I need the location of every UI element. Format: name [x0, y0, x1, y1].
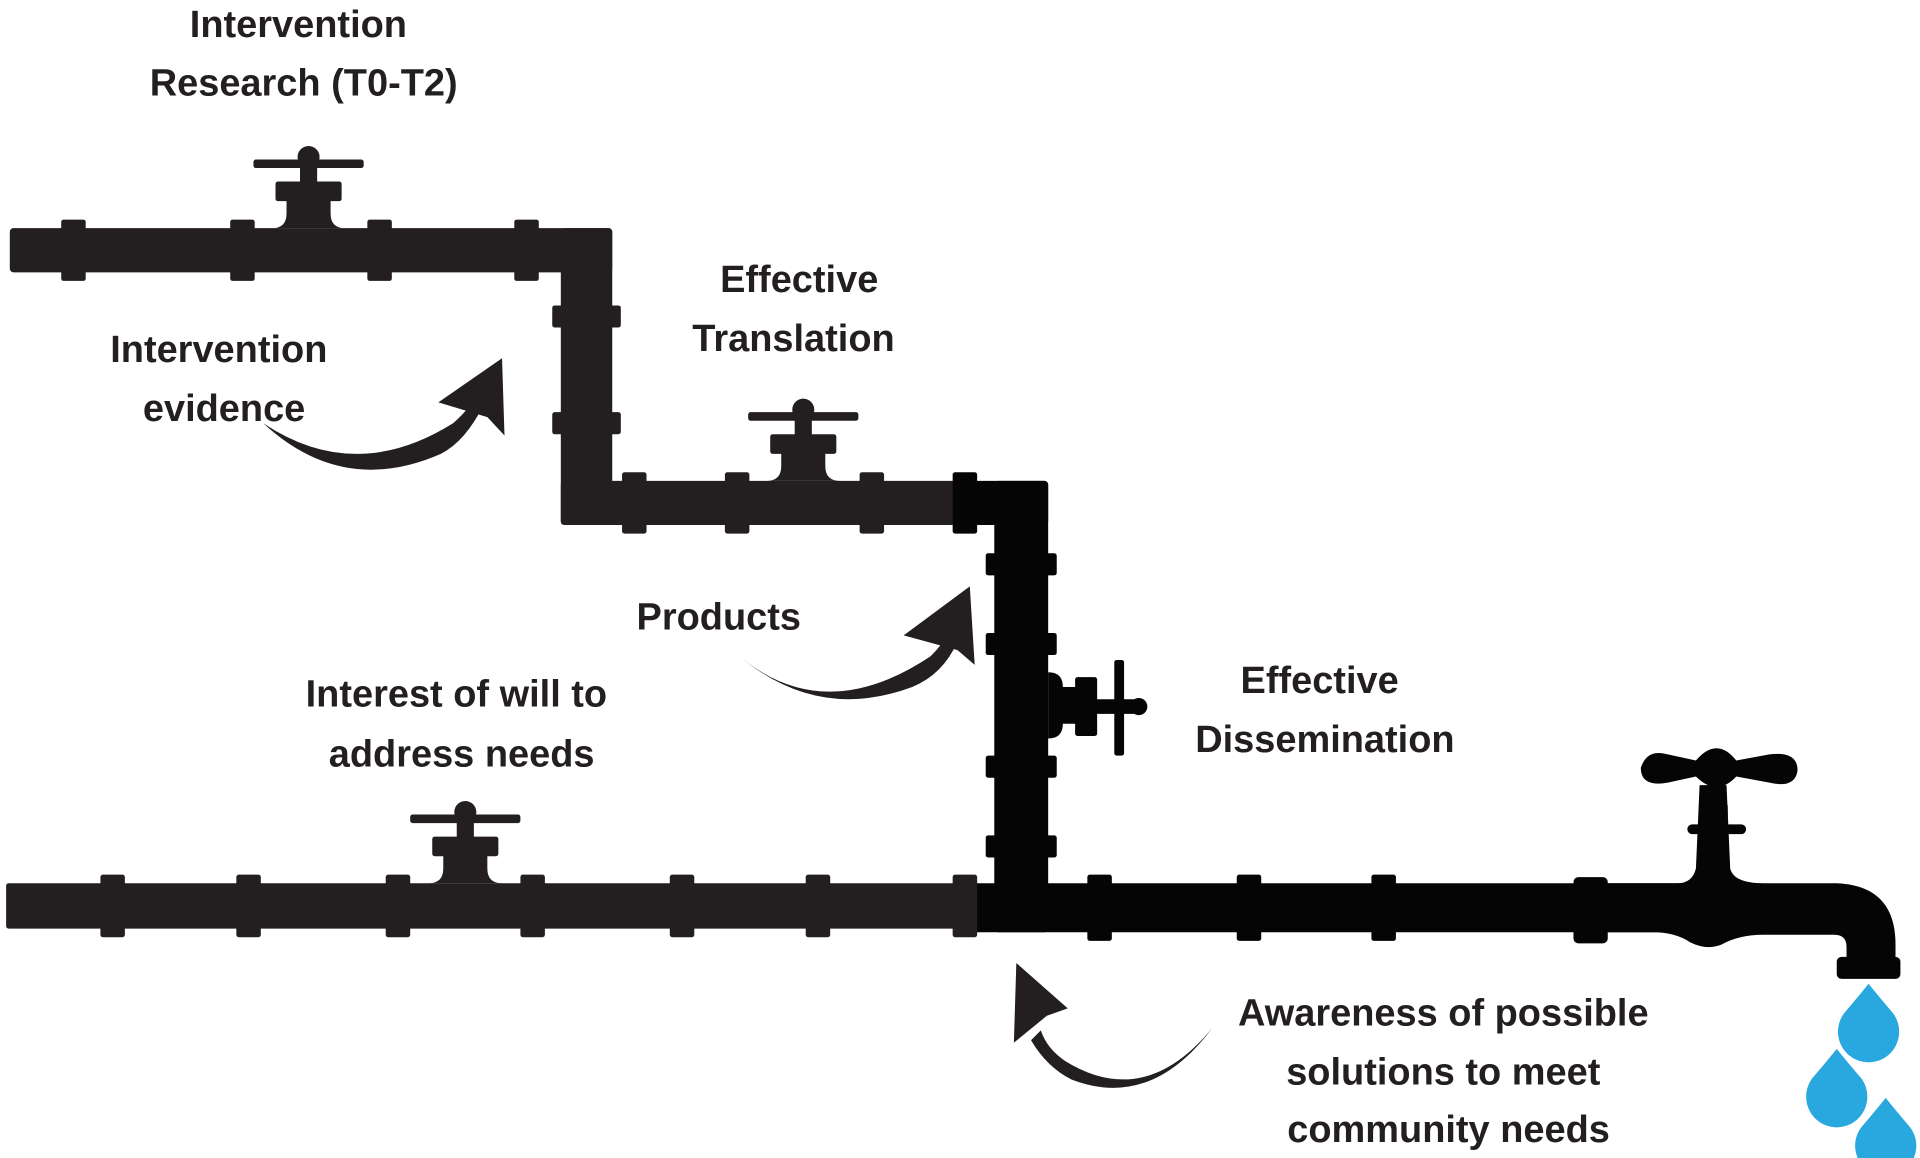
label-effective-translation: Effective Translation — [692, 259, 894, 360]
arrow-head — [903, 586, 975, 665]
pipe-collar — [367, 219, 392, 281]
pipe-collar — [952, 874, 978, 938]
pipe-segment-top — [9, 228, 613, 273]
pipe-collar — [236, 874, 261, 938]
pipe-collar — [1087, 874, 1112, 941]
curved-arrow-icon — [263, 394, 484, 470]
pipe-collar — [724, 472, 750, 534]
valve-bonnet — [770, 434, 837, 454]
label-awareness: Awareness of possible solutions to meet … — [1238, 992, 1659, 1151]
pipe-segment-middle — [560, 480, 962, 526]
pipe-collar — [520, 874, 545, 938]
faucet-nut — [1687, 824, 1747, 835]
pipe-collar — [552, 305, 621, 328]
label-products: Products — [637, 596, 801, 638]
pipe-segment-drop-2 — [994, 480, 1049, 933]
valve-bonnet — [1075, 677, 1098, 737]
pipe-collar — [622, 472, 647, 534]
valve-knob — [1130, 697, 1148, 716]
pipe-collar — [669, 874, 695, 938]
pipe-collar — [985, 835, 1057, 858]
pipe-collar — [385, 874, 411, 938]
pipe-collar — [514, 219, 539, 281]
pipe-collar — [1371, 874, 1396, 941]
pipe-collar — [985, 632, 1057, 656]
curved-arrow-icon — [1031, 1027, 1213, 1088]
pipe-collar — [985, 553, 1057, 576]
label-effective-dissemination: Effective Dissemination — [1195, 660, 1454, 761]
faucet-stem — [1705, 803, 1728, 819]
valve-body — [766, 451, 840, 481]
arrow-head — [1013, 962, 1068, 1043]
faucet-spout-tip — [1836, 956, 1901, 979]
pipe-collar — [230, 219, 255, 281]
label-intervention-evidence: Intervention evidence — [110, 329, 338, 430]
faucet-icon — [1591, 785, 1896, 963]
pipe-segment-outlet — [961, 883, 1721, 933]
pipe-collar — [859, 472, 885, 534]
pipe-collar — [552, 412, 621, 435]
valve-bonnet — [275, 181, 342, 202]
pipe-collar — [1236, 874, 1262, 941]
pipe-collar — [100, 874, 125, 938]
label-intervention-research: Intervention Research (T0-T2) — [150, 4, 458, 105]
pipe-collar — [952, 472, 978, 534]
valve-body — [1048, 672, 1078, 739]
water-drop-icon — [1837, 983, 1900, 1063]
valve-bonnet — [432, 836, 499, 857]
arrow-head — [438, 358, 505, 436]
pipe-collar — [985, 755, 1057, 778]
valve-body — [428, 853, 503, 884]
faucet-handle-icon — [1640, 748, 1798, 787]
curved-arrow-icon — [732, 631, 958, 700]
water-drop-icon — [1806, 1048, 1868, 1128]
valve-handle — [1114, 659, 1125, 756]
label-interest: Interest of will to address needs — [306, 674, 618, 776]
pipe-collar — [61, 219, 86, 281]
valve-body — [271, 198, 346, 229]
pipe-segment-drop-1 — [560, 228, 613, 526]
pipe-collar — [805, 874, 831, 938]
water-drop-icon — [1855, 1097, 1917, 1158]
